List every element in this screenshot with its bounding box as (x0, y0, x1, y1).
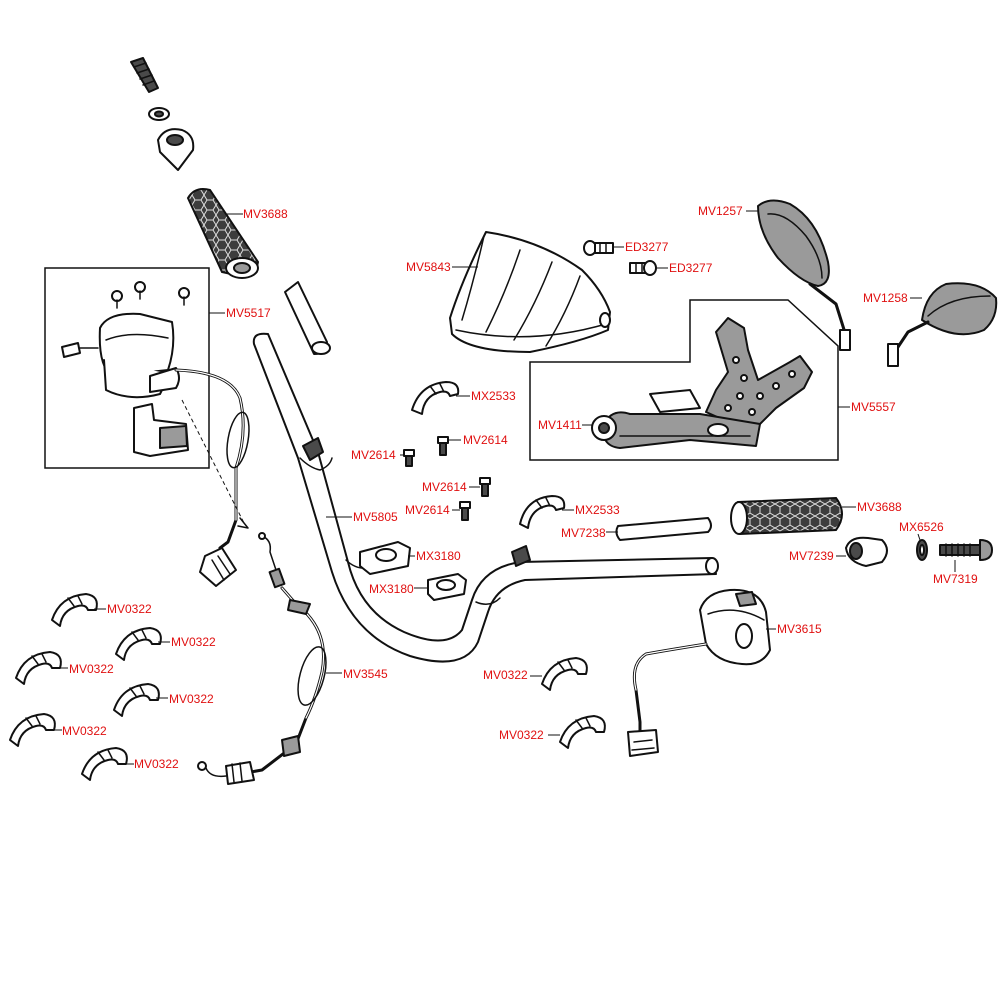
label-mv0322-a: MV0322 (107, 602, 152, 616)
label-mv3688-right: MV3688 (857, 500, 902, 514)
label-mv0322-c: MV0322 (69, 662, 114, 676)
label-ed3277-b: ED3277 (669, 261, 713, 275)
label-mv0322-e: MV0322 (62, 724, 107, 738)
label-mv5805: MV5805 (353, 510, 398, 524)
washer-mx6526 (916, 539, 928, 561)
label-mv3615: MV3615 (777, 622, 822, 636)
handlebar (252, 332, 719, 663)
label-mv0322-d: MV0322 (169, 692, 214, 706)
handlebar-cover (449, 231, 611, 353)
strap-mv0322-c (15, 651, 62, 685)
label-mv1257: MV1257 (698, 204, 743, 218)
label-mv7239: MV7239 (789, 549, 834, 563)
label-mv0322-g: MV0322 (483, 668, 528, 682)
label-mv5843: MV5843 (406, 260, 451, 274)
bar-end-screw (130, 57, 159, 93)
bolt-mv2614-c (479, 477, 491, 497)
throttle-housing-frame (44, 267, 210, 469)
label-mv1411: MV1411 (538, 418, 582, 432)
label-mv2614-a: MV2614 (351, 448, 396, 462)
label-mv7238: MV7238 (561, 526, 606, 540)
bar-end-weight-right (845, 536, 888, 567)
screw-ed3277-b (629, 260, 657, 276)
mirror-bracket (591, 317, 813, 449)
label-mv0322-b: MV0322 (171, 635, 216, 649)
bracket-frame (529, 299, 839, 461)
label-mv7319: MV7319 (933, 572, 978, 586)
label-mv3545: MV3545 (343, 667, 388, 681)
bolt-mv2614-b (437, 436, 449, 456)
strap-mv0322-a (51, 593, 98, 627)
right-grip (730, 496, 843, 536)
left-grip (186, 188, 260, 279)
strap-mv0322-f (81, 747, 128, 781)
bar-end-weight (157, 128, 195, 171)
label-ed3277-a: ED3277 (625, 240, 669, 254)
label-mv1258: MV1258 (863, 291, 908, 305)
label-mv2614-c: MV2614 (422, 480, 467, 494)
label-mv0322-f: MV0322 (134, 757, 179, 771)
throttle-cable (174, 368, 250, 587)
strap-mx2533-a (411, 381, 460, 415)
label-mx2533-b: MX2533 (575, 503, 620, 517)
strap-mv0322-d (113, 683, 160, 717)
bolt-mv2614-a (403, 449, 415, 467)
strap-mv0322-e (9, 713, 56, 747)
brake-lever-tube (284, 281, 331, 355)
label-mx3180-a: MX3180 (416, 549, 461, 563)
mirror-left (757, 199, 851, 351)
throttle-housing (61, 281, 190, 457)
screw-mv7319 (939, 539, 993, 561)
strap-mv0322-b (115, 627, 162, 661)
strap-mv0322-g (541, 657, 588, 691)
strap-mx2533-b (519, 495, 566, 529)
handlebar-clamp-lower (427, 573, 467, 601)
handlebar-clamp-upper (359, 541, 411, 575)
brake-switch-cable (197, 532, 327, 785)
screw-ed3277-a (583, 240, 614, 256)
label-mv2614-d: MV2614 (405, 503, 450, 517)
bolt-mv2614-d (459, 501, 471, 521)
label-mx6526: MX6526 (899, 520, 944, 534)
right-switch-housing (627, 588, 771, 757)
mirror-right (887, 282, 998, 367)
label-mv5557: MV5557 (851, 400, 896, 414)
label-mv3688-left: MV3688 (243, 207, 288, 221)
label-mv2614-b: MV2614 (463, 433, 508, 447)
label-mv5517: MV5517 (226, 306, 271, 320)
grip-sleeve (615, 517, 712, 541)
label-mv0322-h: MV0322 (499, 728, 544, 742)
label-mx2533-a: MX2533 (471, 389, 516, 403)
label-mx3180-b: MX3180 (369, 582, 414, 596)
strap-mv0322-h (559, 715, 606, 749)
